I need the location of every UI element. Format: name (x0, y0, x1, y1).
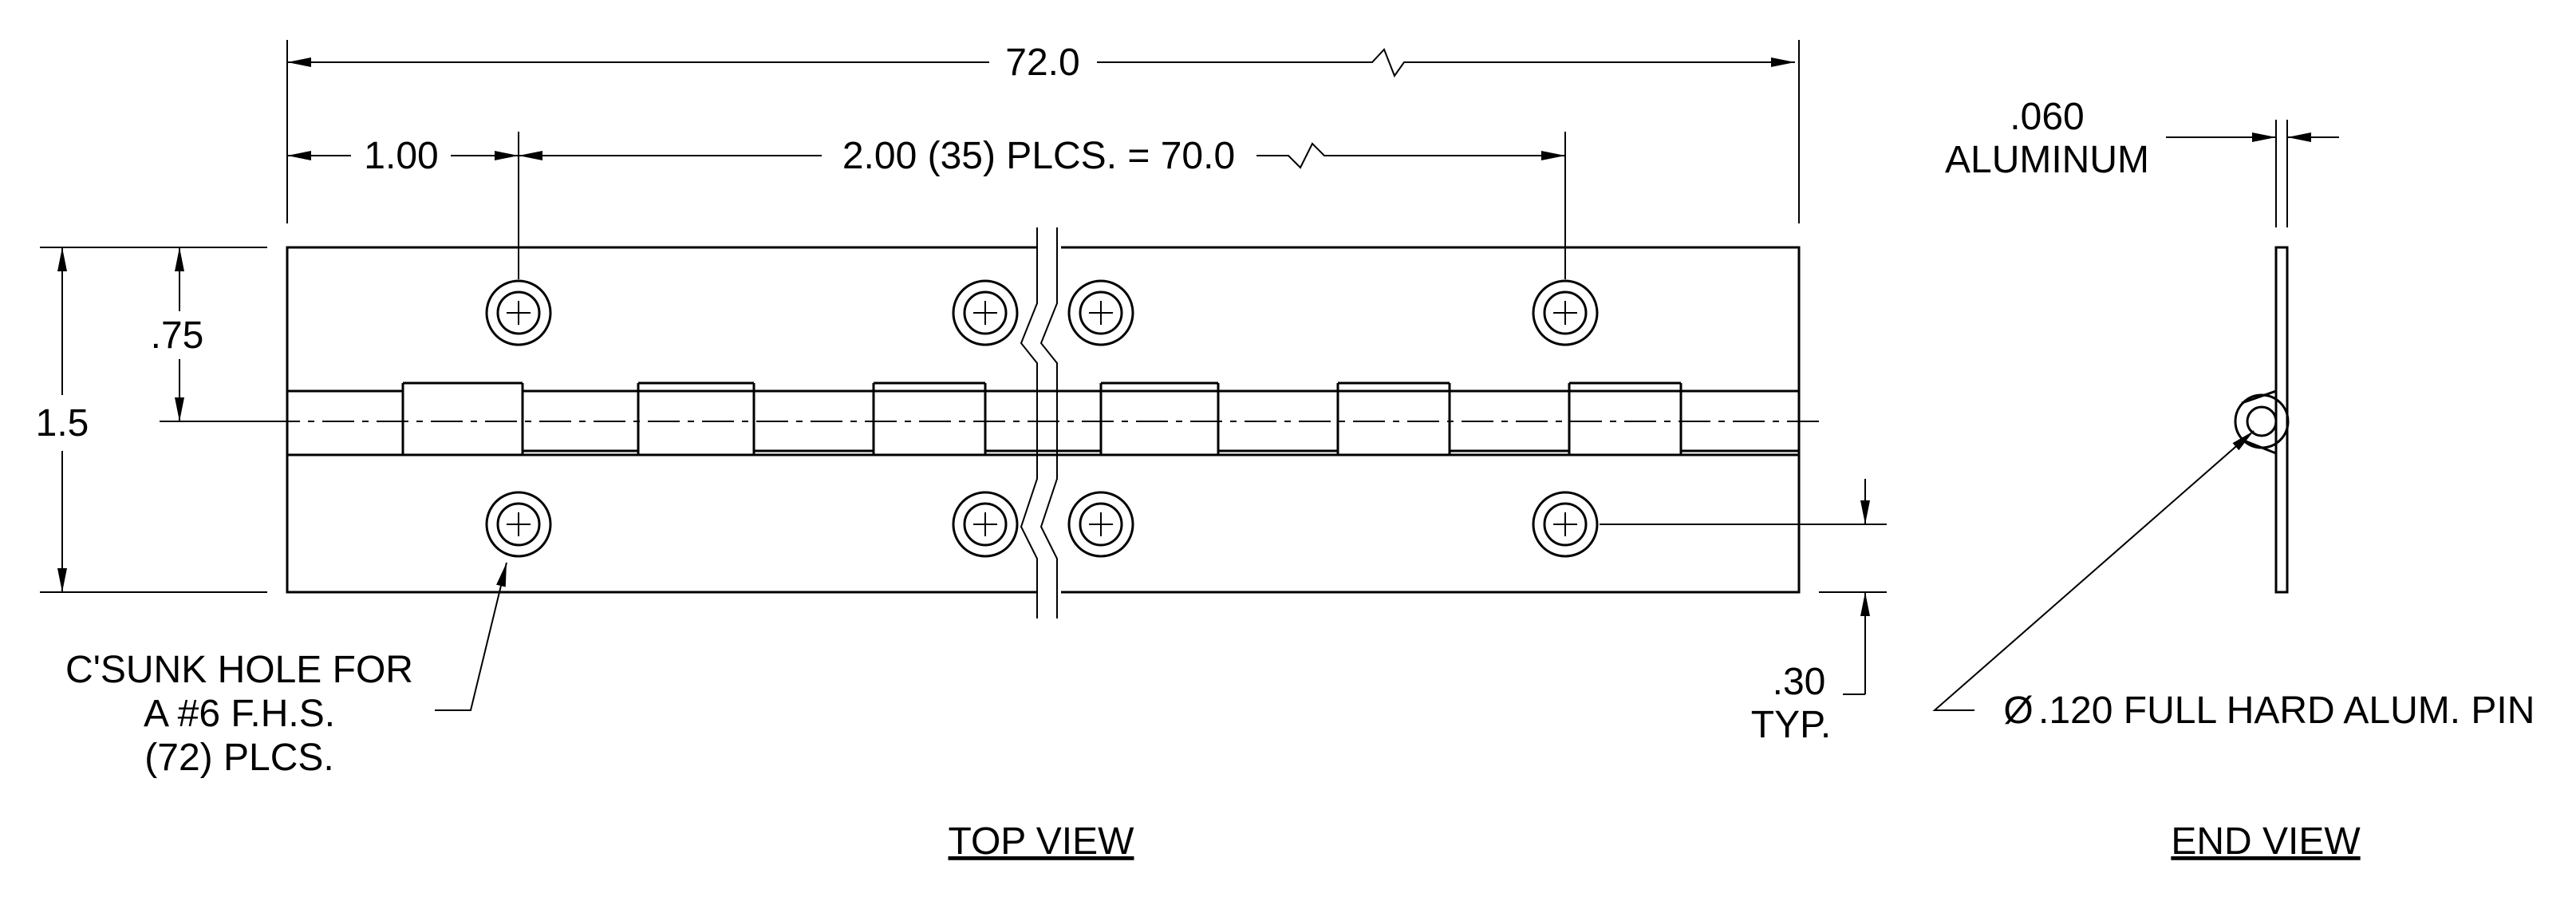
top-leaf-outline (286, 246, 1801, 393)
top-view: 72.0 1.00 2.00 (35) PLCS. = 70.0 1.5 .75 (36, 40, 1887, 863)
hole-offset-label: .75 (151, 314, 204, 357)
hole-callout: C'SUNK HOLE FOR A #6 F.H.S. (72) PLCS. (65, 562, 507, 779)
leaf-thickness-outline (2274, 246, 2289, 594)
hole (952, 279, 1019, 346)
edge-distance-dimension: .30 TYP. (1751, 479, 1870, 746)
overall-length-dimension: 72.0 (287, 41, 1795, 84)
hole (1067, 279, 1134, 346)
edge-distance-typ: TYP. (1751, 704, 1832, 746)
width-dimension: 1.5 (36, 247, 89, 592)
thickness-dimension: .060 ALUMINUM (1945, 96, 2339, 227)
hole (485, 491, 552, 558)
hole-pitch-label: 2.00 (35) PLCS. = 70.0 (842, 135, 1235, 177)
hole-note-line2: A #6 F.H.S. (144, 693, 335, 735)
hole-note-line1: C'SUNK HOLE FOR (65, 649, 413, 691)
hole (485, 279, 552, 346)
hole (1532, 491, 1599, 558)
extension-lines (40, 40, 1887, 593)
bottom-leaf-outline (286, 453, 1801, 594)
edge-distance-value: .30 (1773, 661, 1826, 703)
thickness-value: .060 (2010, 96, 2084, 138)
top-view-title: TOP VIEW (949, 820, 1135, 863)
pin-diameter-symbol: Ø (2003, 690, 2033, 732)
hole (952, 491, 1019, 558)
width-label: 1.5 (36, 402, 89, 445)
end-spacing-label: 1.00 (364, 135, 438, 177)
break-line (1020, 227, 1038, 618)
hole (1067, 491, 1134, 558)
hole-offset-dimension: .75 (151, 247, 275, 422)
end-view-title: END VIEW (2171, 820, 2361, 863)
end-view: .060 ALUMINUM Ø .120 FULL HARD ALUM. PIN… (1932, 96, 2535, 863)
holes (485, 279, 1599, 558)
pin-note: .120 FULL HARD ALUM. PIN (2038, 690, 2535, 732)
hole-pitch-dimension: 2.00 (35) PLCS. = 70.0 (519, 135, 1565, 177)
knuckle-band (160, 381, 1819, 456)
hole (1532, 279, 1599, 346)
pin-callout: Ø .120 FULL HARD ALUM. PIN (1932, 430, 2535, 732)
end-spacing-dimension: 1.00 (287, 135, 519, 177)
overall-length-label: 72.0 (1005, 41, 1079, 84)
thickness-material: ALUMINUM (1945, 139, 2149, 181)
pin (2246, 405, 2278, 437)
hole-note-line3: (72) PLCS. (144, 737, 333, 779)
